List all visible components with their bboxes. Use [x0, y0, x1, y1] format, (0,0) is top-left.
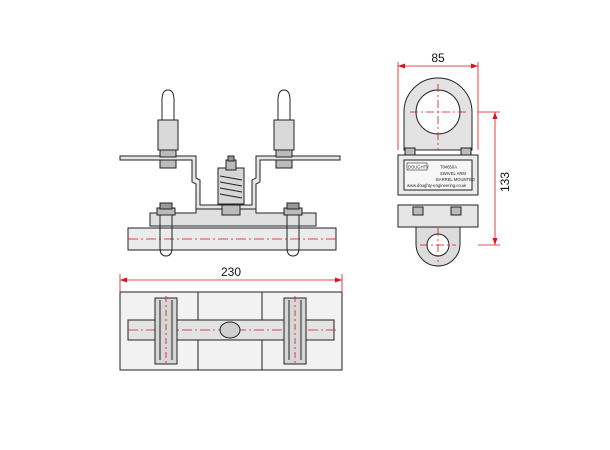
nameplate-foot: www.doughty-engineering.co.uk [407, 183, 467, 188]
front-view [119, 89, 341, 257]
dimension-width-label: 85 [431, 51, 445, 65]
side-view [397, 77, 479, 267]
dimension-length-label: 230 [221, 265, 241, 279]
dimension-lines [119, 62, 500, 292]
nameplate-brand: DOUGHTY [408, 165, 429, 170]
nameplate-part: T84650A [440, 165, 457, 170]
nameplate-desc1: SWIVEL ARM [440, 171, 466, 176]
dimension-height-label: 133 [498, 172, 512, 192]
nameplate: DOUGHTY T84650A SWIVEL ARM BARREL MOUNTE… [406, 162, 475, 188]
nameplate-desc2: BARREL MOUNTED [436, 177, 475, 182]
top-view [119, 291, 343, 371]
